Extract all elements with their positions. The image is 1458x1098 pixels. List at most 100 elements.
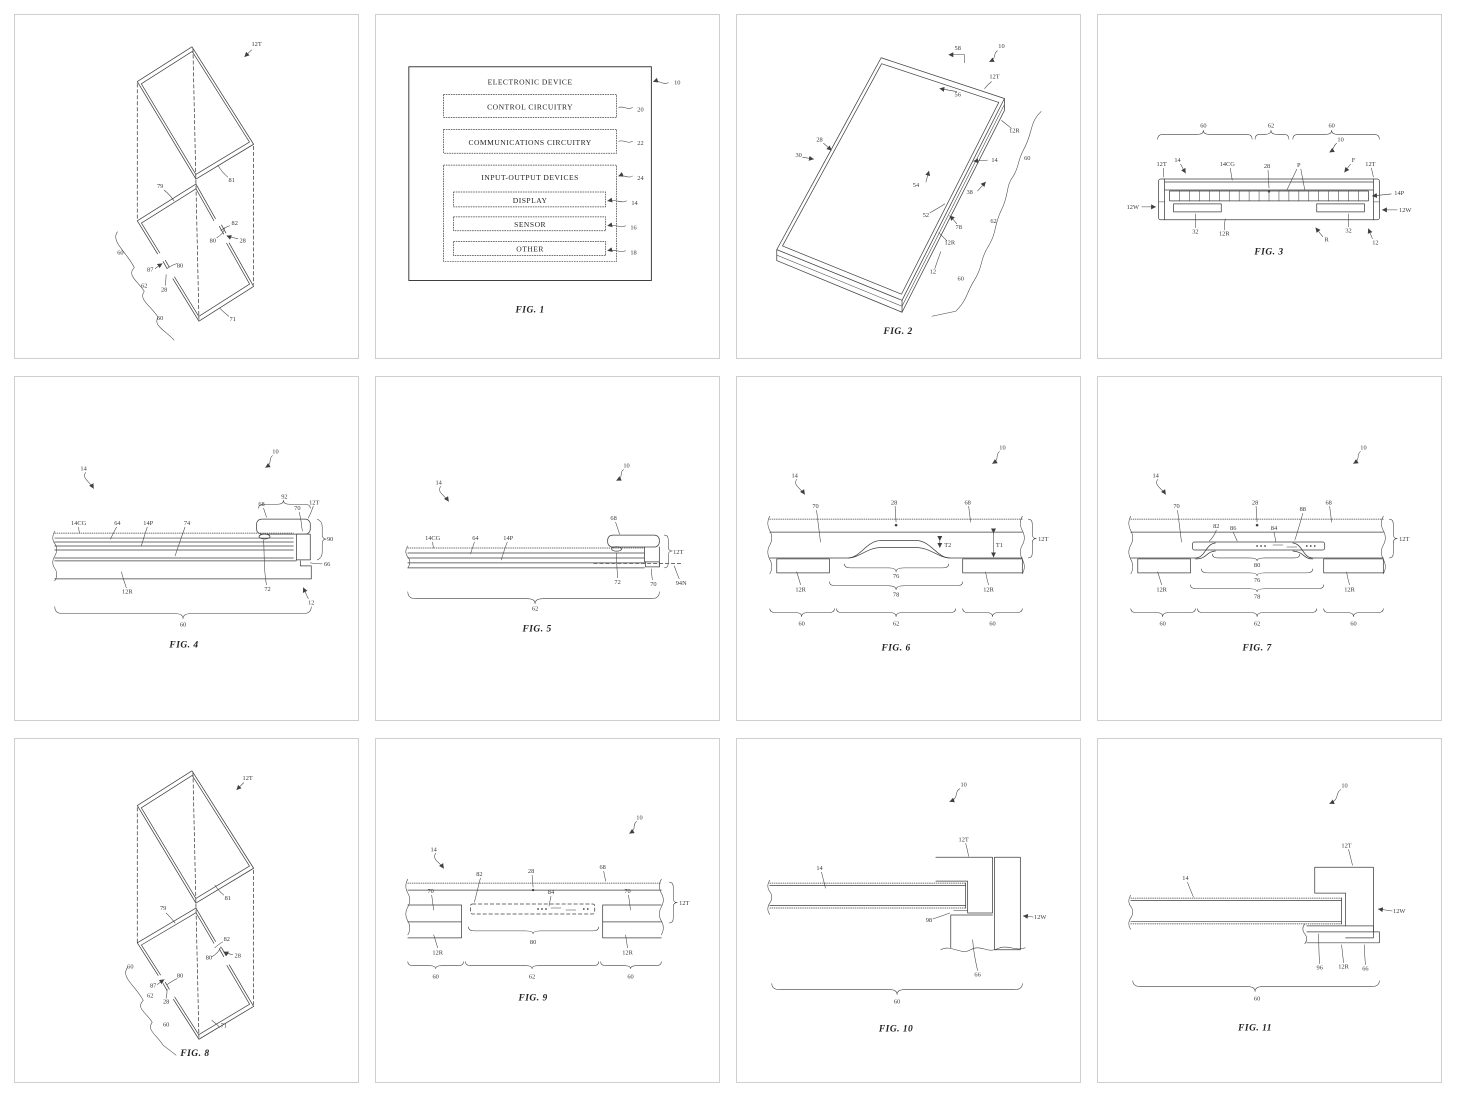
ref-label: 12T (989, 74, 999, 81)
ref-label: 64 (472, 535, 479, 542)
ref-label: 10 (272, 449, 278, 456)
ref-label: 12R (1344, 587, 1355, 594)
ref-label: 14 (991, 157, 998, 164)
sheet-thumbnail-11[interactable]: 10 12T 14 98 12W 66 60 FIG. 10 (736, 738, 1081, 1083)
ref-label: P (1297, 162, 1301, 169)
sheet-thumbnail-3[interactable]: 10 58 56 12T 12R 14 28 30 54 38 52 78 12… (736, 14, 1081, 359)
ref-label: 60 (894, 998, 900, 1005)
sheet-thumbnail-9[interactable]: 12T 81 79 82 28 80 87 28 80 60 62 60 71 … (14, 738, 359, 1083)
ref-label: 62 (893, 621, 899, 628)
device-box-title: ELECTRONIC DEVICE (488, 78, 573, 87)
sheet-thumbnail-7[interactable]: 10 14 70 28 68 12T T2 T1 12R 12R 76 78 6… (736, 376, 1081, 721)
ref-label: 87 (150, 983, 156, 990)
ref-label: 10 (1341, 783, 1347, 790)
ref-label: 12 (1372, 240, 1378, 247)
block-label-sensor: SENSOR (514, 220, 546, 229)
ref-label: 78 (956, 224, 962, 231)
ref-label: 28 (163, 998, 169, 1005)
ref-label: 28 (239, 238, 245, 245)
ref-label: 62 (990, 218, 996, 225)
ref-label: 62 (532, 606, 538, 613)
ref-label: 60 (1159, 621, 1165, 628)
ref-label: 60 (432, 974, 438, 981)
ref-label: 74 (184, 520, 191, 527)
ref-label: 60 (157, 315, 163, 322)
ref-label: 32 (1192, 229, 1198, 236)
ref-label: 81 (229, 177, 235, 184)
ref-label: 62 (529, 974, 535, 981)
ref-label: 28 (1264, 163, 1270, 170)
ref-label: 14 (631, 200, 638, 207)
ref-label: 72 (614, 579, 620, 586)
ref-label: 52 (923, 212, 929, 219)
ref-label: 14P (503, 535, 513, 542)
ref-label: 76 (893, 573, 899, 580)
block-label-display: DISPLAY (513, 196, 548, 205)
ref-label: 10 (1337, 136, 1343, 143)
ref-label: 66 (1362, 966, 1368, 973)
ref-label: 14 (791, 472, 798, 479)
sheet-thumbnail-2[interactable]: ELECTRONIC DEVICE CONTROL CIRCUITRY COMM… (375, 14, 720, 359)
ref-label: 12R (1338, 964, 1349, 971)
ref-label: 80 (210, 238, 216, 245)
sheet-thumbnail-10[interactable]: 10 14 82 28 84 68 70 70 12T 80 12R 12R 6… (375, 738, 720, 1083)
ref-label: 60 (989, 621, 995, 628)
figure-drawing-fig7: 10 14 70 28 82 86 84 88 68 12T 80 76 78 … (1128, 445, 1409, 653)
ref-label: 18 (630, 250, 636, 257)
ref-label: 58 (955, 45, 961, 52)
ref-label: 28 (891, 499, 897, 506)
sheet-thumbnail-4[interactable]: 60 62 60 10 12T 14 14CG 28 P F 12T 12W 1… (1097, 14, 1442, 359)
ref-label: 64 (114, 520, 121, 527)
ref-label: T1 (996, 542, 1003, 549)
figure-caption: FIG. 4 (168, 640, 198, 650)
sheet-thumbnail-5[interactable]: 10 14 92 68 70 12T 14CG 64 14P 74 90 66 … (14, 376, 359, 721)
ref-label: 24 (637, 175, 644, 182)
sheet-thumbnail-8[interactable]: 10 14 70 28 82 86 84 88 68 12T 80 76 78 … (1097, 376, 1442, 721)
ref-label: 80 (177, 263, 183, 270)
ref-label: 72 (264, 586, 270, 593)
ref-label: 28 (235, 953, 241, 960)
sheet-thumbnail-12[interactable]: 10 12T 14 12W 96 12R 66 60 FIG. 11 (1097, 738, 1442, 1083)
ref-label: 80 (530, 939, 536, 946)
ref-label: 60 (127, 964, 133, 971)
figure-caption: FIG. 3 (1253, 248, 1283, 258)
ref-label: 14 (430, 846, 437, 853)
figure-drawing-fig8: 12T 81 79 82 28 80 87 28 80 60 62 60 71 … (125, 770, 254, 1059)
ref-label: 60 (798, 621, 804, 628)
ref-label: 12T (1399, 536, 1409, 543)
ref-label: 28 (816, 136, 822, 143)
ref-label: 60 (627, 974, 633, 981)
ref-label: 38 (966, 189, 972, 196)
ref-label: 12R (795, 587, 806, 594)
ref-label: 62 (1254, 621, 1260, 628)
ref-label: 70 (624, 888, 630, 895)
block-label-control: CONTROL CIRCUITRY (487, 102, 573, 111)
figure-drawing-fig11: 10 12T 14 12W 96 12R 66 60 FIG. 11 (1128, 783, 1405, 1033)
ref-label: 12R (1156, 587, 1167, 594)
ref-label: 12R (432, 950, 443, 957)
ref-label: 60 (1200, 122, 1206, 129)
sheet-thumbnail-1[interactable]: 12T 81 79 82 28 80 87 28 80 60 62 60 71 (14, 14, 359, 359)
figure-drawing-fig5: 10 14 68 14CG 64 14P 12T 72 70 94N 62 FI… (405, 462, 687, 635)
figure-drawing-fig2: 10 58 56 12T 12R 14 28 30 54 38 52 78 12… (776, 43, 1042, 337)
ref-label: 70 (650, 581, 656, 588)
ref-label: 84 (548, 889, 555, 896)
figure-caption: FIG. 2 (882, 327, 912, 337)
ref-label: 10 (674, 80, 680, 87)
ref-label: 70 (428, 888, 434, 895)
ref-label: 12R (944, 240, 955, 247)
ref-label: 60 (1328, 122, 1334, 129)
figure-drawing-fig9: 10 14 82 28 84 68 70 70 12T 80 12R 12R 6… (405, 815, 689, 1003)
ref-label: 14CG (425, 535, 441, 542)
sheet-thumbnail-6[interactable]: 10 14 68 14CG 64 14P 12T 72 70 94N 62 FI… (375, 376, 720, 721)
ref-label: 14CG (71, 520, 87, 527)
figure-caption: FIG. 9 (517, 993, 547, 1003)
figure-caption: FIG. 5 (521, 625, 551, 635)
ref-label: 68 (610, 515, 616, 522)
ref-label: 12T (309, 499, 319, 506)
figure-drawing-fig10: 10 12T 14 98 12W 66 60 FIG. 10 (767, 782, 1046, 1034)
ref-label: 60 (1024, 155, 1030, 162)
ref-label: 28 (528, 868, 534, 875)
ref-label: 14P (1394, 190, 1404, 197)
